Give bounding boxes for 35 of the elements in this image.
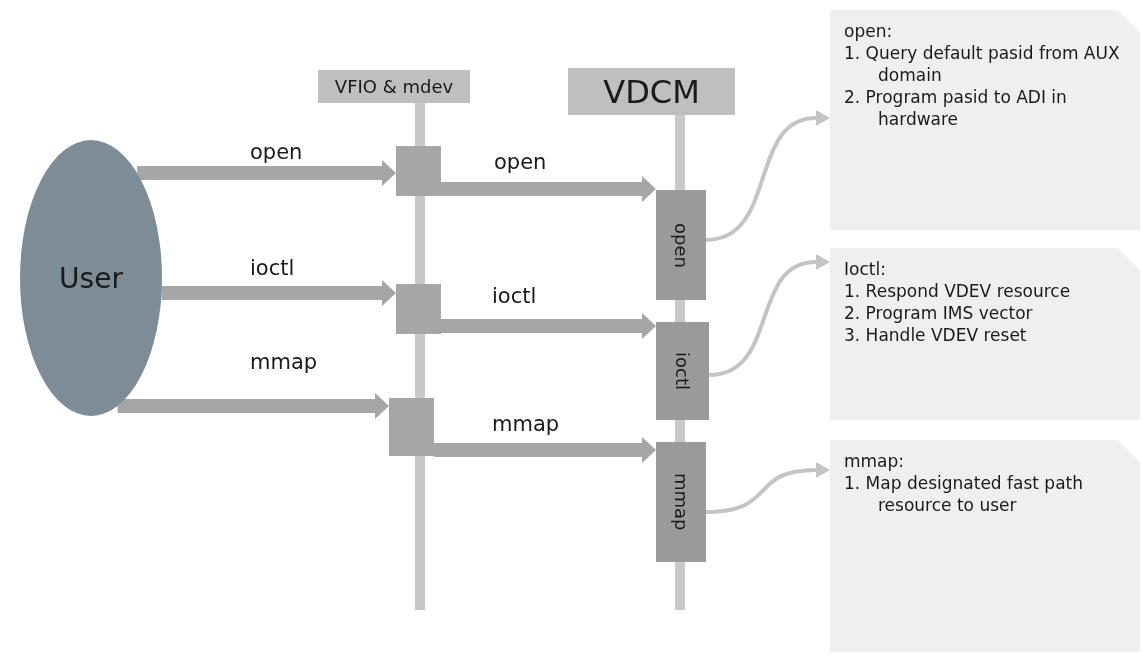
activation-box [656,322,709,420]
node-label: mmap [670,473,692,531]
arrow [137,160,396,186]
list-item: 2. Program pasid to ADI in hardware [844,86,1068,130]
arrow [705,110,830,242]
note-card [830,10,1140,230]
list-item: 1. Query default pasid from AUX domain [844,42,1121,86]
arrow [441,313,656,339]
arrow [441,176,656,202]
activation-box [396,146,441,196]
arrow [434,437,656,463]
list-item: 2. Program IMS vector [844,302,1033,324]
node-label: User [59,261,123,295]
node-label: ioctl [672,352,693,390]
note-card [830,440,1140,652]
activation-box [656,190,706,300]
arrow [705,462,830,514]
list-item: 1. Respond VDEV resource [844,280,1071,302]
note-heading: open: [844,20,893,42]
note-heading: Ioctl: [844,258,886,280]
activation-box [389,398,434,456]
node-label: VFIO & mdev [334,76,454,97]
list-item: 3. Handle VDEV reset [844,324,1027,346]
list-item: 1. Map designated fast path resource to user [844,472,1084,516]
lifeline-header [568,68,735,115]
note-heading: mmap: [844,450,905,472]
note-card [830,248,1140,420]
lifeline-header [318,70,470,103]
arrow [117,393,389,419]
arrow [161,280,396,306]
activation-box [656,442,706,562]
node-label: VDCM [603,72,700,111]
node-label: open [670,222,692,268]
arrow [708,254,830,377]
activation-box [396,284,441,334]
